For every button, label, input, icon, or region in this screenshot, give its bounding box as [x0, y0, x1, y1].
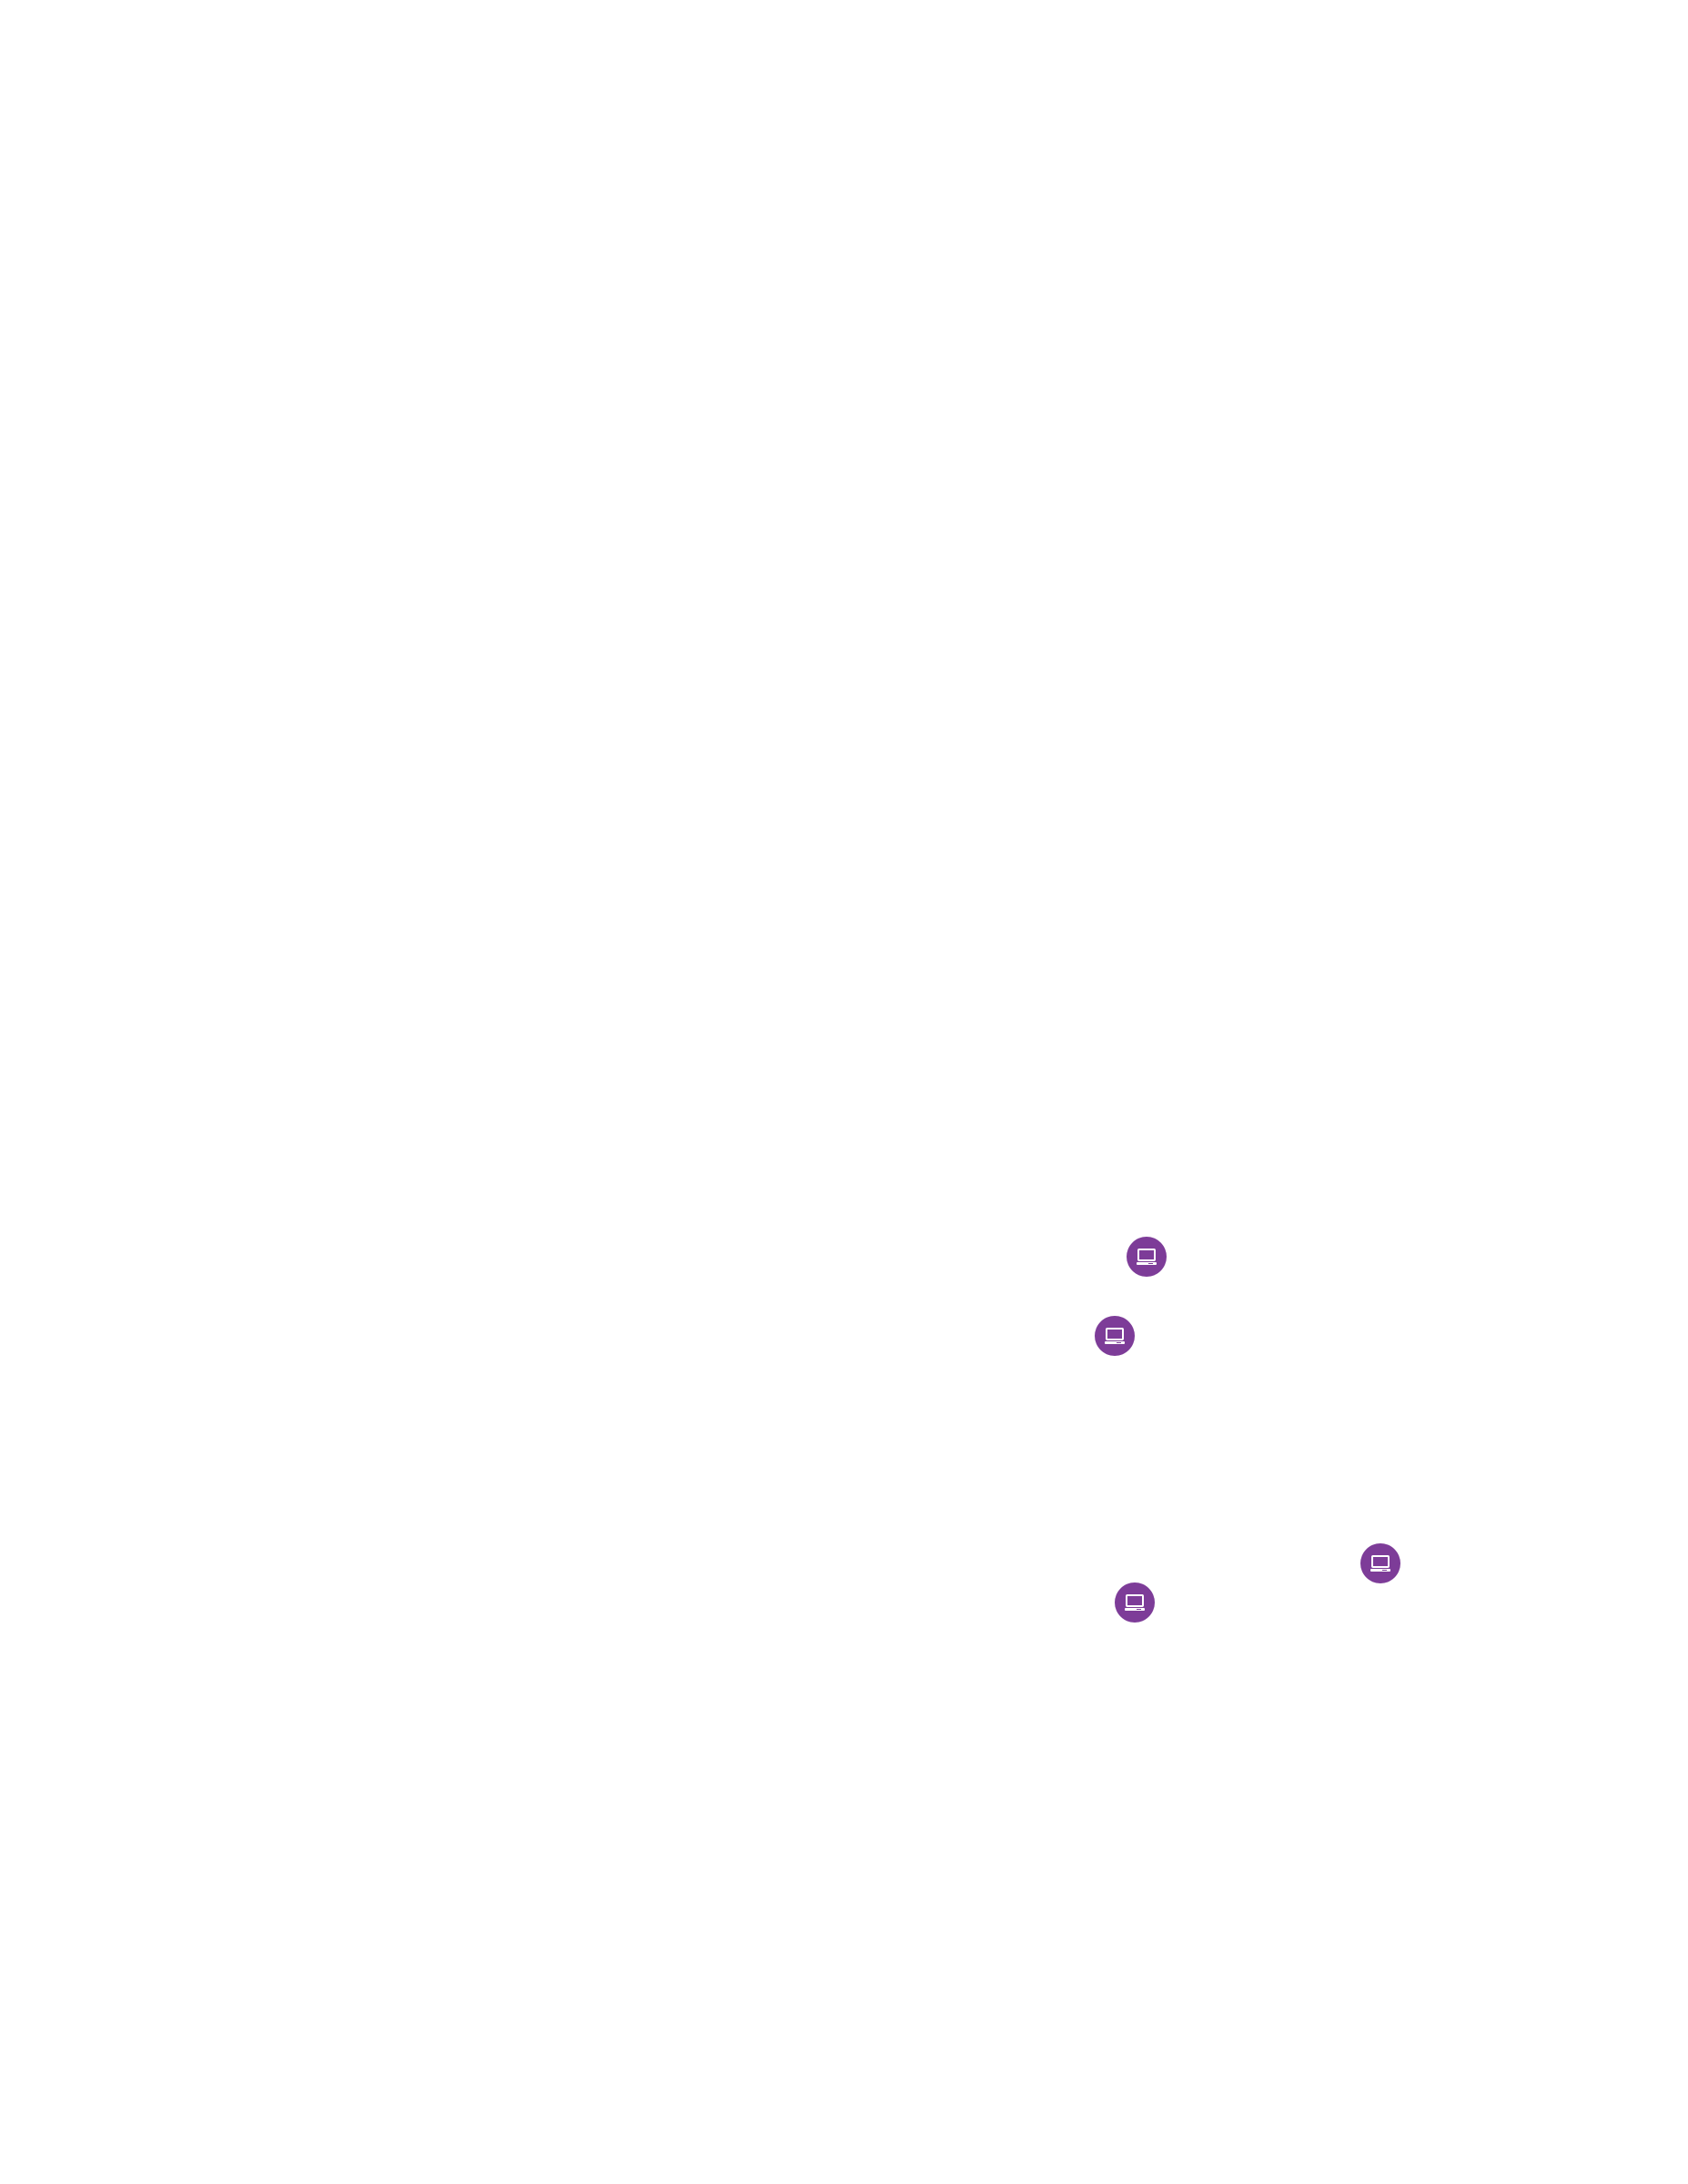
- computer-glyph: [1105, 1328, 1125, 1344]
- computer-glyph: [1137, 1249, 1157, 1265]
- computer-icon[interactable]: [1127, 1237, 1167, 1277]
- computer-icon[interactable]: [1115, 1582, 1155, 1623]
- computer-glyph: [1125, 1594, 1145, 1611]
- computer-glyph: [1370, 1555, 1390, 1572]
- computer-icon[interactable]: [1360, 1543, 1400, 1583]
- computer-icon[interactable]: [1095, 1316, 1135, 1356]
